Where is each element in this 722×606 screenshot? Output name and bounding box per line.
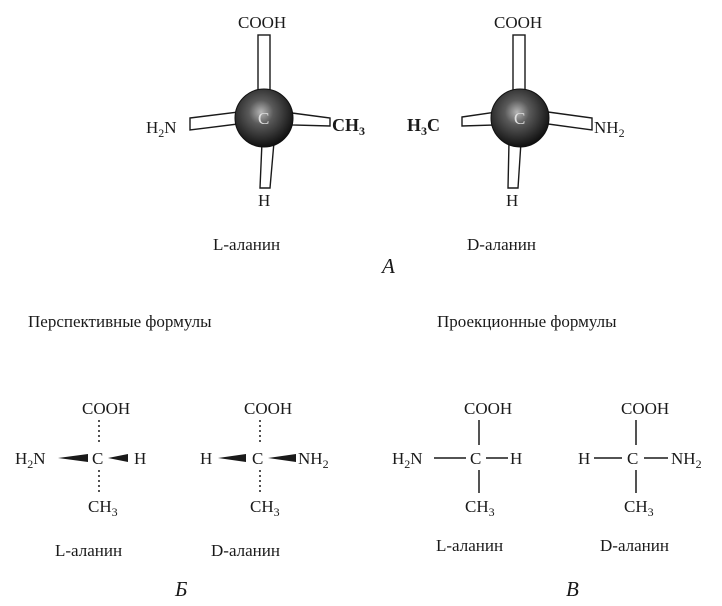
l-alanine-name: L-аланин [213,235,280,254]
section-c-label: В [566,577,579,601]
center-atom: C [514,109,525,128]
d-alanine-ball-model: C COOH H3C NH2 H D-аланин [407,13,625,254]
rod-bottom [507,141,522,189]
center-atom: C [470,449,481,468]
bottom-group: CH3 [88,497,118,519]
rod-bottom [259,141,275,189]
right-group: NH2 [594,118,625,140]
wedge-bond-left [218,454,246,462]
rod-top [257,34,271,98]
section-b-label: Б [174,577,187,601]
left-group: H2N [15,449,46,471]
left-group: H2N [392,449,423,471]
bottom-group: CH3 [465,497,495,519]
center-atom: C [92,449,103,468]
perspective-title: Перспективные формулы [28,312,212,331]
right-group: H [510,449,522,468]
right-group: CH3 [332,115,365,138]
l-alanine-name: L-аланин [436,536,503,555]
l-alanine-name: L-аланин [55,541,122,560]
carbon-sphere [234,88,294,148]
rod-left [189,111,239,131]
top-group: COOH [238,13,286,32]
bottom-group: H [258,191,270,210]
center-atom: C [258,109,269,128]
left-group: H2N [146,118,177,140]
d-alanine-name: D-аланин [600,536,669,555]
bottom-group: CH3 [250,497,280,519]
projection-d-alanine: COOH H C NH2 CH3 D-аланин [578,399,702,555]
left-group: H3C [407,115,440,138]
center-atom: C [252,449,263,468]
bottom-group: CH3 [624,497,654,519]
wedge-bond-right [108,454,128,462]
wedge-bond-right [268,454,296,462]
projection-l-alanine: COOH H2N C H CH3 L-аланин [392,399,522,555]
right-group: NH2 [298,449,329,471]
right-group: NH2 [671,449,702,471]
left-group: H [200,449,212,468]
right-group: H [134,449,146,468]
top-group: COOH [244,399,292,418]
top-group: COOH [464,399,512,418]
top-group: COOH [494,13,542,32]
rod-right [547,111,593,131]
rod-top [512,34,526,98]
carbon-sphere [490,88,550,148]
top-group: COOH [82,399,130,418]
d-alanine-name: D-аланин [211,541,280,560]
bottom-group: H [506,191,518,210]
d-alanine-name: D-аланин [467,235,536,254]
left-group: H [578,449,590,468]
center-atom: C [627,449,638,468]
l-alanine-ball-model: C COOH H2N CH3 H L-аланин [146,13,365,254]
rod-right [291,112,331,127]
section-a-label: A [380,254,395,278]
perspective-l-alanine: COOH H2N C H CH3 L-аланин [15,399,146,560]
projection-title: Проекционные формулы [437,312,617,331]
top-group: COOH [621,399,669,418]
perspective-d-alanine: COOH H C NH2 CH3 D-аланин [200,399,329,560]
wedge-bond-left [58,454,88,462]
